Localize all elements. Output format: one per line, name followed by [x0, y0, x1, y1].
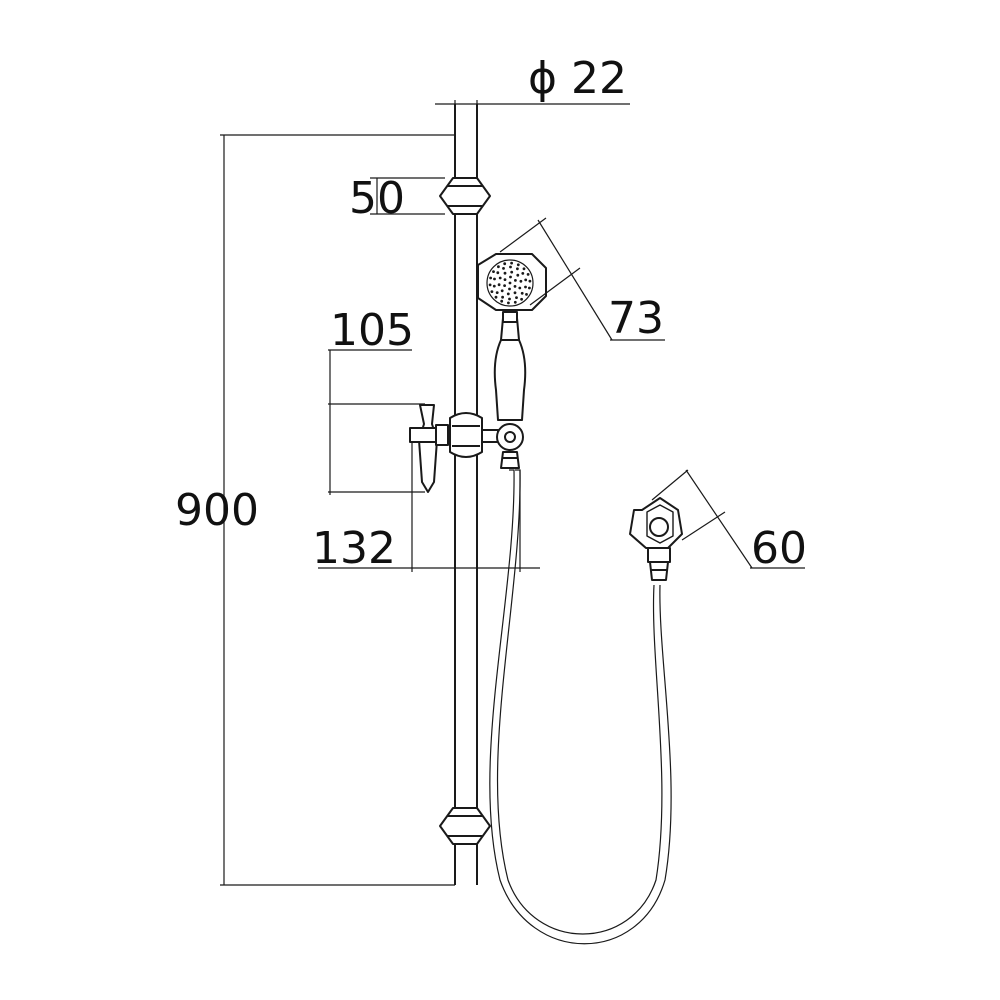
dimension-label-105: 105	[330, 305, 414, 356]
dimension-label-73: 73	[608, 293, 664, 344]
spray-nozzle-dot	[501, 295, 504, 299]
spray-nozzle-dot	[520, 297, 523, 301]
spray-nozzle-dot	[500, 289, 504, 293]
bar-diameter-dimension: ϕ 22	[435, 53, 630, 140]
spray-nozzle-dot	[516, 273, 520, 277]
spray-nozzle-dot	[513, 300, 517, 304]
spray-nozzle-dot	[509, 265, 512, 269]
slider-body	[449, 412, 483, 458]
shower-hose	[489, 469, 672, 945]
spray-nozzle-dot	[490, 290, 494, 293]
wall-outlet-dimension: 60	[651, 469, 807, 574]
spray-nozzle-dot	[510, 261, 513, 265]
spray-nozzle-dot	[518, 286, 522, 290]
shower-rail-bar	[454, 104, 478, 885]
spray-nozzle-dot	[519, 279, 523, 283]
spray-nozzle-dot	[514, 279, 517, 282]
spray-nozzle-dot	[500, 299, 504, 303]
dimension-label-60: 60	[751, 523, 807, 574]
spray-nozzle-dot	[510, 270, 514, 274]
spray-nozzle-dot	[528, 279, 532, 283]
dimension-label-phi22: ϕ 22	[528, 53, 627, 104]
spray-nozzle-dot	[508, 287, 511, 291]
handshower	[477, 253, 547, 469]
rail-length-dimension: 900	[175, 134, 455, 886]
slider-offset-dimensions: 105 132	[312, 305, 540, 574]
spray-nozzle-dot	[506, 292, 510, 296]
bottom-wall-bracket	[439, 807, 491, 845]
slider-assembly	[409, 404, 524, 493]
spray-nozzle-dot	[494, 295, 498, 299]
slider-lever	[418, 404, 438, 493]
spray-nozzle-dot	[516, 263, 520, 267]
top-wall-bracket	[439, 177, 491, 215]
spray-nozzle-dot	[498, 276, 502, 280]
spray-nozzle-dot	[495, 291, 499, 294]
spray-nozzle-dot	[513, 285, 517, 288]
spray-nozzle-dot	[497, 283, 501, 287]
handset-head-dimension: 73	[499, 217, 665, 344]
spray-nozzle-dot	[489, 276, 492, 280]
spray-nozzle-dot	[526, 273, 530, 276]
spray-nozzle-dot	[508, 281, 512, 285]
spray-nozzle-dot	[503, 262, 507, 266]
spray-nozzle-dot	[525, 293, 528, 296]
spray-nozzle-dot	[520, 291, 524, 295]
dimension-label-132: 132	[312, 523, 396, 574]
spray-nozzle-dot	[515, 296, 518, 299]
spray-nozzle-dot	[528, 286, 531, 290]
spray-nozzle-dot	[524, 278, 528, 282]
spray-nozzle-dot	[503, 284, 506, 287]
spray-nozzle-dot	[522, 267, 526, 271]
spray-nozzle-dot	[503, 271, 507, 275]
wall-outlet	[629, 497, 683, 581]
spray-nozzle-dot	[503, 278, 507, 281]
spray-nozzles	[488, 261, 532, 305]
spray-nozzle-dot	[492, 284, 496, 288]
spray-nozzle-dot	[516, 267, 519, 271]
spray-nozzle-dot	[492, 270, 495, 273]
spray-nozzle-dot	[497, 265, 500, 269]
spray-nozzle-dot	[493, 277, 496, 281]
spray-nozzle-dot	[524, 285, 527, 289]
handset-handle	[493, 317, 527, 421]
spray-nozzle-dot	[488, 283, 492, 287]
spray-nozzle-dot	[513, 291, 517, 295]
spray-nozzle-dot	[521, 272, 525, 275]
spray-nozzle-dot	[496, 271, 500, 275]
spray-nozzle-dot	[507, 301, 510, 305]
spray-nozzle-dot	[509, 275, 512, 279]
dimension-label-900: 900	[175, 485, 259, 536]
handset-holder	[496, 423, 524, 451]
dimension-label-50: 50	[349, 173, 405, 224]
spray-nozzle-dot	[508, 297, 511, 301]
spray-nozzle-dot	[502, 267, 505, 270]
bracket-height-dimension: 50	[349, 173, 445, 224]
